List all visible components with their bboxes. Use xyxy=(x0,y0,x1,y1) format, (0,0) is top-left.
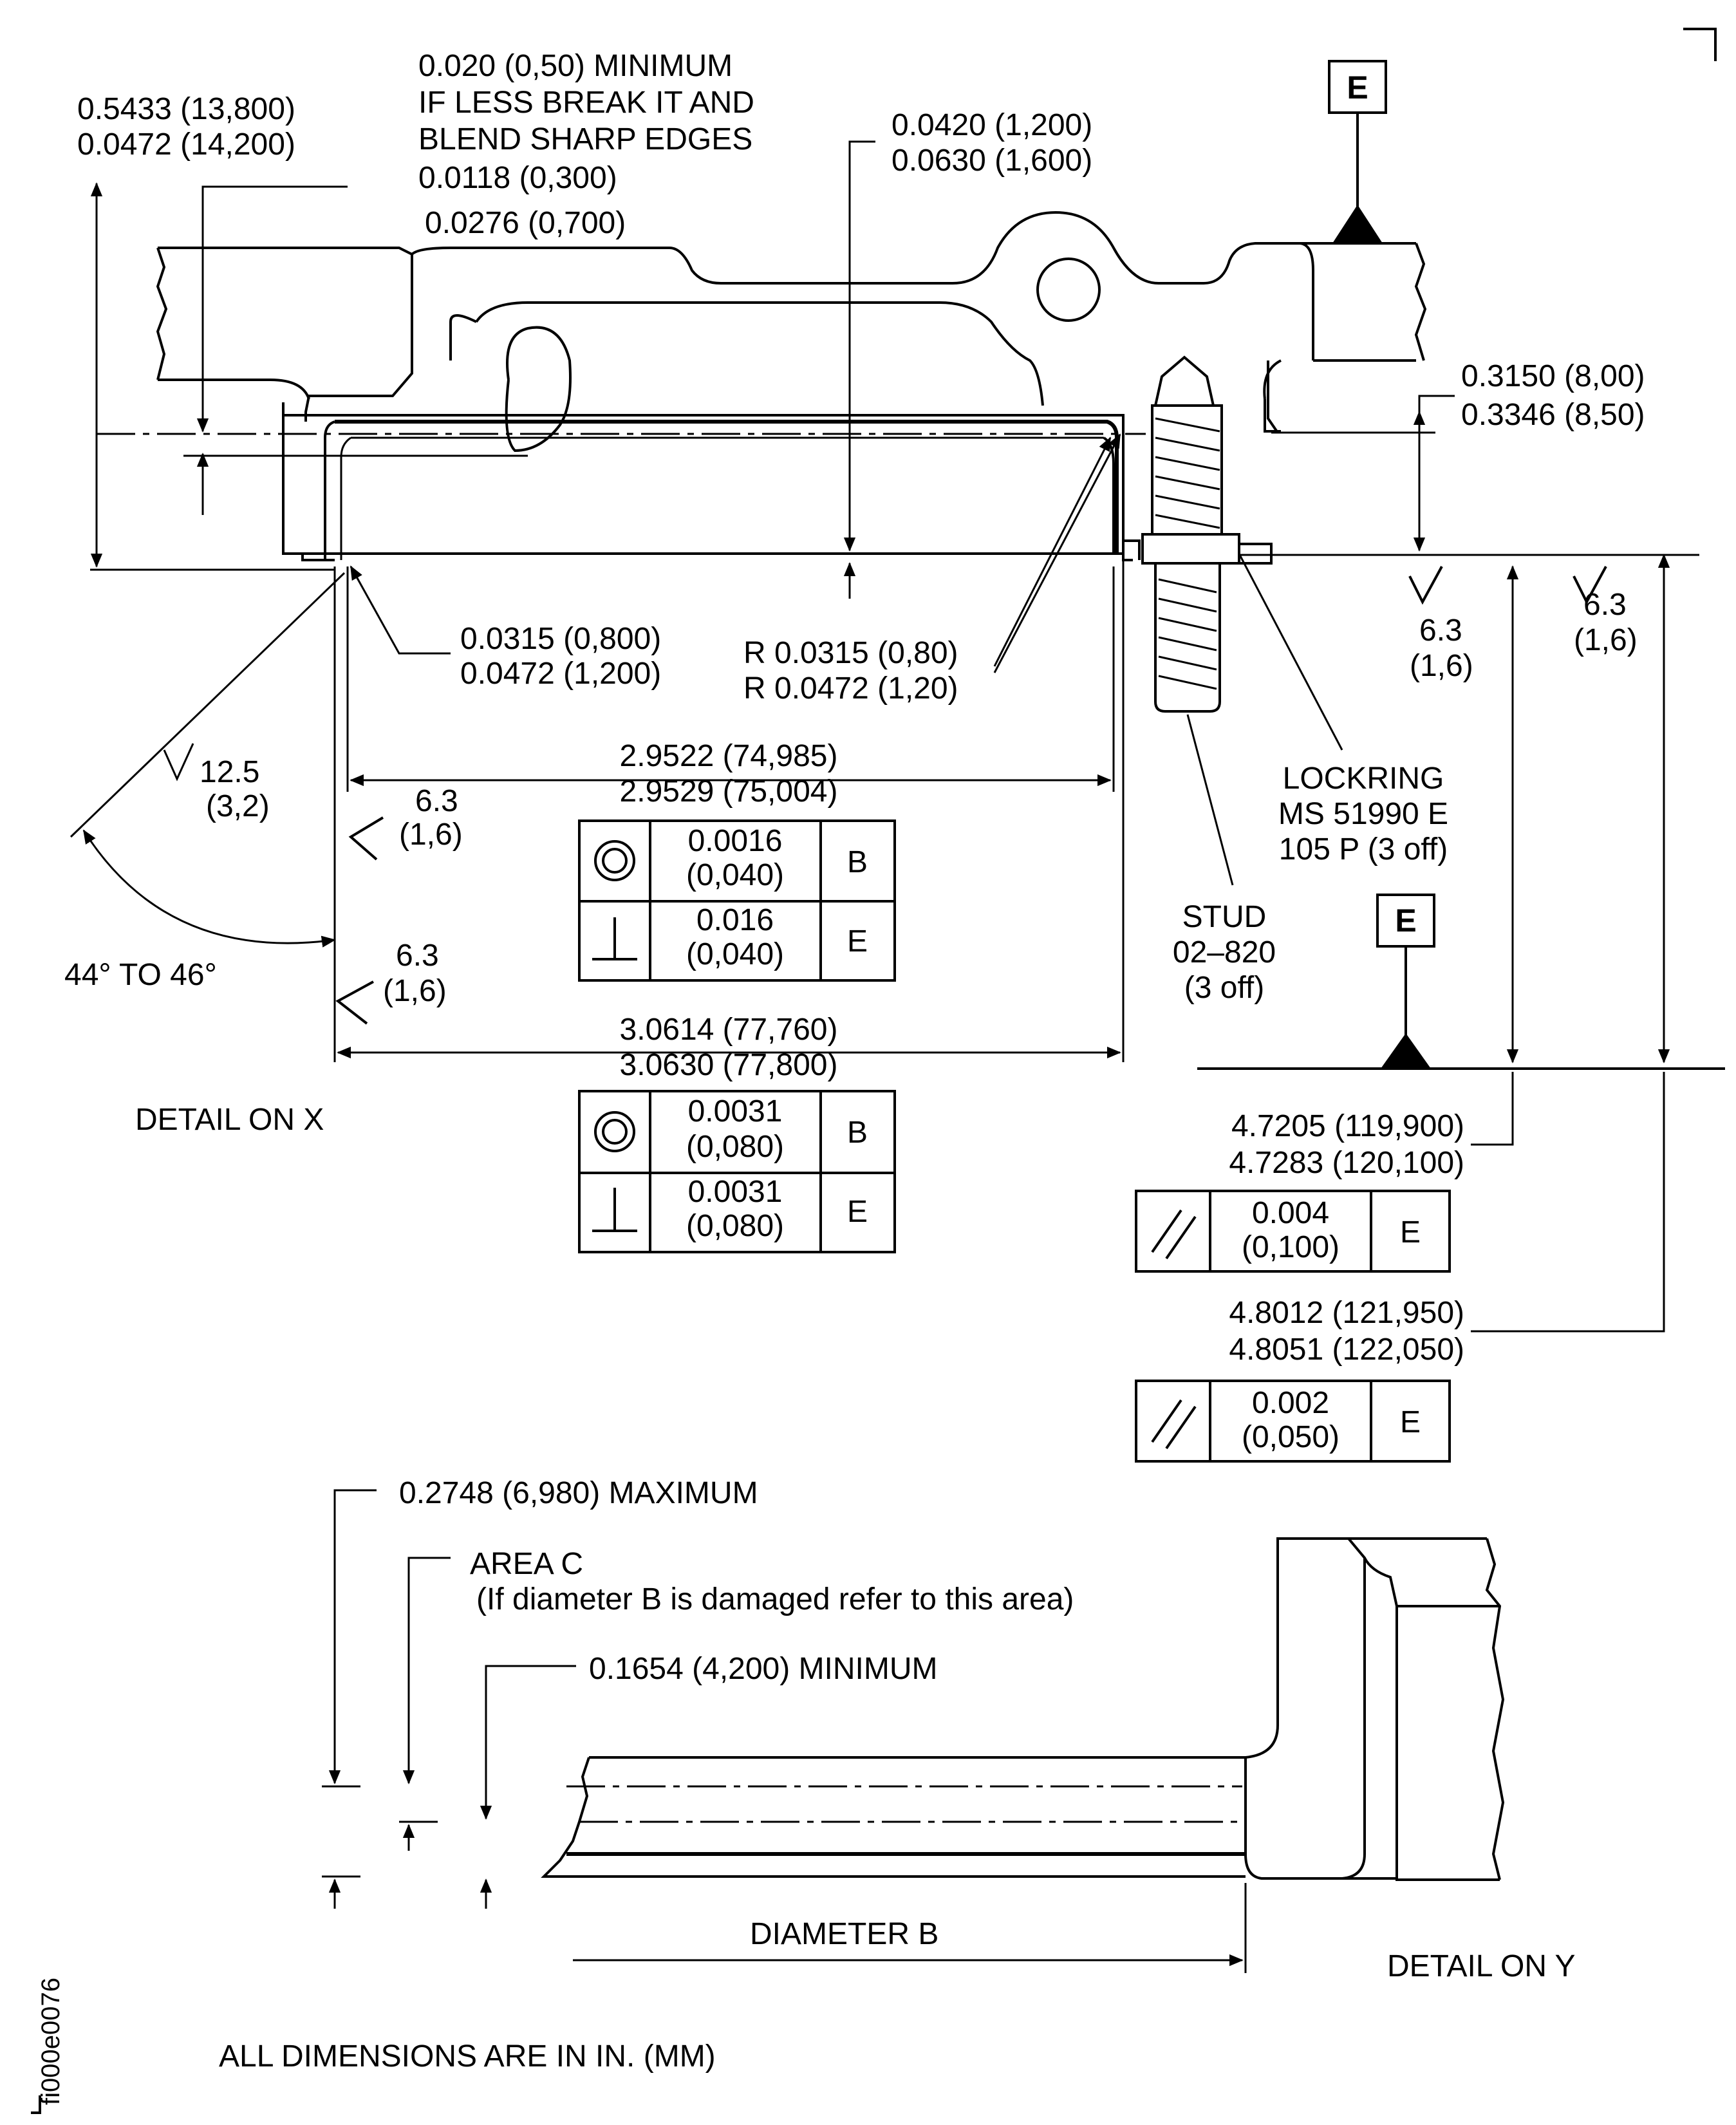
dim-max-label: 0.2748 (6,980) MAXIMUM xyxy=(399,1476,758,1510)
detail-x-annotations: 0.5433 (13,800) 0.0472 (14,200) 0.020 (0… xyxy=(64,49,1645,1367)
detail-y-part-outline xyxy=(541,1537,1505,1881)
finish-outer-mm: (1,6) xyxy=(383,974,447,1008)
detail-x-caption: DETAIL ON X xyxy=(135,1103,324,1137)
dim-groove-line-1: 0.0420 (1,200) xyxy=(891,108,1092,142)
fcf-inner-row1-datum: B xyxy=(847,845,868,879)
fcf-inner-row2-datum: E xyxy=(847,924,868,959)
fcf-face-1-value: 0.004 xyxy=(1252,1196,1329,1230)
dim-height-line-2: 0.0472 (14,200) xyxy=(77,127,295,162)
dim-outer-dia-line-1: 3.0614 (77,760) xyxy=(620,1013,838,1047)
dim-min-label: 0.1654 (4,200) MINIMUM xyxy=(589,1652,938,1686)
dim-face-2-line-1: 4.8012 (121,950) xyxy=(1229,1296,1464,1330)
finish-right-2-mm: (1,6) xyxy=(1574,623,1638,657)
dim-face-1-line-1: 4.7205 (119,900) xyxy=(1231,1109,1464,1143)
parallelism-icon xyxy=(1151,1209,1197,1260)
finish-right-1-value: 6.3 xyxy=(1419,613,1462,648)
fcf-outer-row1-value: 0.0031 xyxy=(688,1094,783,1128)
dim-outer-dia-line-2: 3.0630 (77,800) xyxy=(620,1048,838,1082)
fcf-face-1: 0.004 (0,100) E xyxy=(1135,1190,1451,1273)
dim-chamfer-line-1: 0.0315 (0,800) xyxy=(460,622,661,656)
fcf-inner-row2-mm: (0,040) xyxy=(686,937,784,971)
finish-outer-value: 6.3 xyxy=(396,939,439,973)
diameter-b-label: DIAMETER B xyxy=(750,1917,938,1951)
finish-inner-value: 6.3 xyxy=(415,784,458,818)
finish-inner-mm: (1,6) xyxy=(399,818,463,852)
corner-mark xyxy=(1683,28,1717,61)
stud-line-3: (3 off) xyxy=(1184,971,1265,1005)
fcf-inner-row1-mm: (0,040) xyxy=(686,858,784,892)
fcf-outer: 0.0031 (0,080) B 0.0031 (0,080) E xyxy=(578,1090,896,1253)
dim-face-1-line-2: 4.7283 (120,100) xyxy=(1229,1146,1464,1180)
dim-groove-line-2: 0.0630 (1,600) xyxy=(891,144,1092,178)
datum-e-top: E xyxy=(1328,60,1387,243)
finish-right-1-mm: (1,6) xyxy=(1410,649,1473,683)
area-c-label: AREA C xyxy=(470,1547,583,1581)
dim-face-2-line-2: 4.8051 (122,050) xyxy=(1229,1333,1464,1367)
angle-label: 44° TO 46° xyxy=(64,958,217,992)
figure-id: fi000e0076 xyxy=(31,1978,65,2114)
dim-inner-dia-line-1: 2.9522 (74,985) xyxy=(620,739,838,773)
lockring-line-1: LOCKRING xyxy=(1283,762,1444,796)
detail-y-dimension-lines xyxy=(322,1489,1247,1973)
fcf-outer-row2-mm: (0,080) xyxy=(686,1209,784,1243)
note-minimum-line-3: BLEND SHARP EDGES xyxy=(418,122,752,156)
stud-line-1: STUD xyxy=(1182,900,1267,934)
note-minimum-line-2: IF LESS BREAK IT AND xyxy=(418,86,754,120)
detail-x-dimension-lines xyxy=(70,140,1699,1333)
dim-boss-line-1: 0.3150 (8,00) xyxy=(1461,359,1645,393)
detail-x-part-outline xyxy=(156,211,1427,565)
dim-radius-line-2: R 0.0472 (1,20) xyxy=(743,671,958,706)
detail-y-annotations: 0.2748 (6,980) MAXIMUM AREA C (If diamet… xyxy=(399,1476,1576,1983)
datum-e-top-label: E xyxy=(1347,70,1368,106)
dim-step-small: 0.0118 (0,300) xyxy=(418,161,617,195)
fcf-face-1-mm: (0,100) xyxy=(1242,1230,1339,1264)
fcf-inner: 0.0016 (0,040) B 0.016 (0,040) E xyxy=(578,819,896,982)
perpendicularity-icon xyxy=(592,917,637,960)
fcf-outer-row1-mm: (0,080) xyxy=(686,1130,784,1164)
dim-height-line-1: 0.5433 (13,800) xyxy=(77,92,295,126)
footer-note: ALL DIMENSIONS ARE IN IN. (MM) xyxy=(219,2039,716,2074)
fcf-face-2: 0.002 (0,050) E xyxy=(1135,1380,1451,1463)
detail-y-caption: DETAIL ON Y xyxy=(1387,1949,1576,1983)
lockring-line-3: 105 P (3 off) xyxy=(1279,832,1448,866)
finish-face-mm: (3,2) xyxy=(206,789,270,823)
datum-e-lower: E xyxy=(1197,894,1725,1070)
dim-inner-dia-line-2: 2.9529 (75,004) xyxy=(620,774,838,809)
fcf-face-2-value: 0.002 xyxy=(1252,1386,1329,1420)
figure-id-label: fi000e0076 xyxy=(37,1978,65,2105)
fcf-face-1-datum: E xyxy=(1400,1215,1421,1250)
finish-face-value: 12.5 xyxy=(200,755,259,789)
lockring-line-2: MS 51990 E xyxy=(1278,797,1448,831)
concentricity-icon xyxy=(594,1111,635,1152)
parallelism-icon xyxy=(1151,1399,1197,1450)
dim-chamfer-line-2: 0.0472 (1,200) xyxy=(460,657,661,691)
fcf-outer-row1-datum: B xyxy=(847,1116,868,1150)
area-c-note: (If diameter B is damaged refer to this … xyxy=(476,1582,1074,1616)
fcf-outer-row2-value: 0.0031 xyxy=(688,1175,783,1209)
stud-line-2: 02–820 xyxy=(1173,935,1276,969)
dim-boss-line-2: 0.3346 (8,50) xyxy=(1461,398,1645,432)
perpendicularity-icon xyxy=(592,1188,637,1232)
finish-right-2-value: 6.3 xyxy=(1583,588,1627,622)
concentricity-icon xyxy=(594,840,635,881)
fcf-outer-row2-datum: E xyxy=(847,1195,868,1229)
fcf-inner-row2-value: 0.016 xyxy=(696,903,774,937)
note-minimum-line-1: 0.020 (0,50) MINIMUM xyxy=(418,49,733,83)
dim-radius-line-1: R 0.0315 (0,80) xyxy=(743,636,958,670)
stud-assembly xyxy=(1141,355,1240,713)
dim-step-upper: 0.0276 (0,700) xyxy=(425,206,626,240)
datum-e-lower-label: E xyxy=(1395,903,1416,939)
fcf-face-2-mm: (0,050) xyxy=(1242,1420,1339,1454)
fcf-inner-row1-value: 0.0016 xyxy=(688,824,783,858)
fcf-face-2-datum: E xyxy=(1400,1405,1421,1439)
